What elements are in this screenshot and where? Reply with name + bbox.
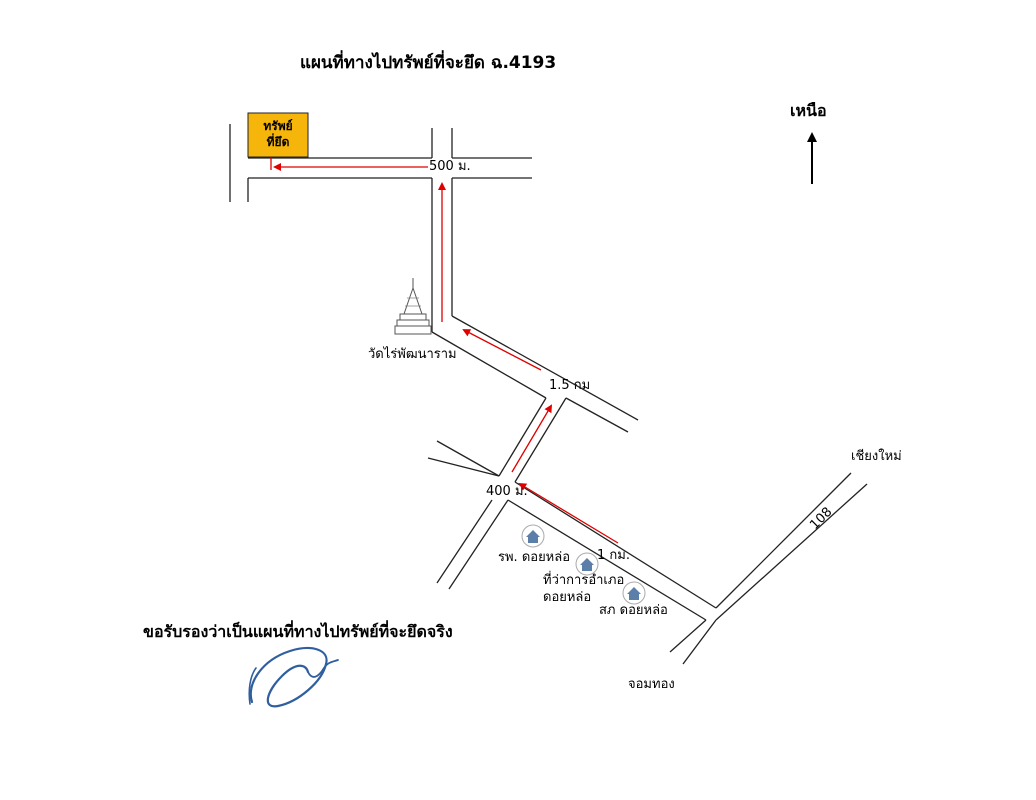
connector-road — [498, 397, 567, 483]
north-indicator: เหนือ — [790, 101, 827, 184]
distance-1-5km: 1.5 กม — [549, 378, 590, 393]
hospital-house-icon — [521, 524, 545, 548]
distance-400m: 400 ม. — [486, 484, 528, 499]
hospital-label: รพ. ดอยหล่อ — [498, 550, 570, 565]
highway-number: 108 — [807, 505, 835, 533]
property-box — [247, 112, 309, 158]
temple-label: วัดไร่พัฒนาราม — [368, 346, 457, 362]
district-office-label-line1: ที่ว่าการอำเภอ — [543, 571, 624, 588]
highway-108: 108 — [669, 472, 868, 665]
police-station-label: สภ ดอยหล่อ — [599, 603, 668, 618]
property-label-line2: ที่ยึด — [267, 133, 290, 149]
signature — [248, 647, 339, 708]
route-arrow-400m — [511, 404, 553, 473]
temple-icon — [394, 278, 432, 335]
direction-chiang-mai: เชียงใหม่ — [851, 448, 902, 464]
property-marker: ทรัพย์ ที่ยึด — [247, 112, 309, 158]
direction-chom-thong: จอมทอง — [628, 677, 675, 692]
route-arrow-1km — [518, 482, 619, 544]
map-title: แผนที่ทางไปทรัพย์ที่จะยึด ฉ.4193 — [300, 50, 556, 73]
route-arrow-1-5km — [462, 329, 542, 371]
north-label: เหนือ — [790, 101, 827, 120]
police-station-house-icon — [622, 581, 646, 605]
certification-text: ขอรับรองว่าเป็นแผนที่ทางไปทรัพย์ที่จะยึด… — [143, 620, 453, 641]
property-label-line1: ทรัพย์ — [263, 119, 292, 133]
distance-1km: 1 กม. — [597, 548, 630, 563]
distance-500m: 500 ม. — [429, 159, 471, 174]
main-road — [427, 440, 717, 621]
route-arrows — [267, 137, 619, 544]
diagonal-road — [431, 315, 639, 433]
district-office-house-icon — [575, 552, 599, 576]
vertical-road — [431, 128, 453, 332]
district-office-label-line2: ดอยหล่อ — [543, 590, 591, 605]
top-road — [229, 124, 532, 202]
